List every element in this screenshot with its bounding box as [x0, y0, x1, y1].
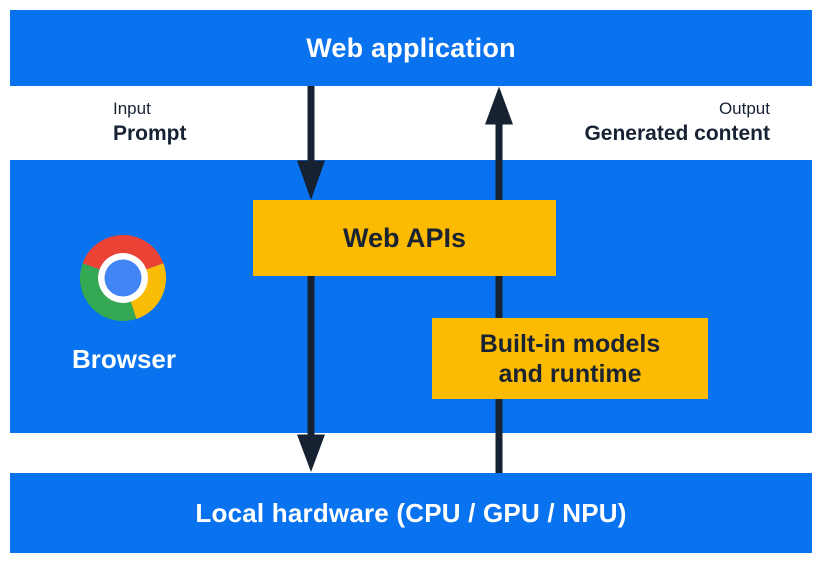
generated-content-label: Generated content [584, 122, 770, 145]
web-apis-label: Web APIs [342, 222, 467, 253]
builtin-models-label-line2: and runtime [498, 359, 642, 388]
local-hardware-bar: Local hardware (CPU / GPU / NPU) [10, 473, 812, 553]
builtin-models-label-line1: Built-in models [479, 329, 661, 358]
web-application-label: Web application [306, 32, 516, 63]
input-label-group: Input Prompt [113, 97, 187, 147]
web-apis-box: Web APIs [253, 200, 556, 276]
browser-label: Browser [71, 344, 177, 374]
local-hardware-label: Local hardware (CPU / GPU / NPU) [195, 497, 627, 528]
web-application-bar: Web application [10, 10, 812, 86]
builtin-models-box: Built-in models and runtime [432, 318, 708, 399]
prompt-label: Prompt [113, 122, 187, 145]
output-label: Output [718, 99, 770, 118]
input-label: Input [113, 99, 151, 118]
output-label-group: Output Generated content [584, 97, 770, 147]
chrome-logo-icon [80, 235, 166, 321]
